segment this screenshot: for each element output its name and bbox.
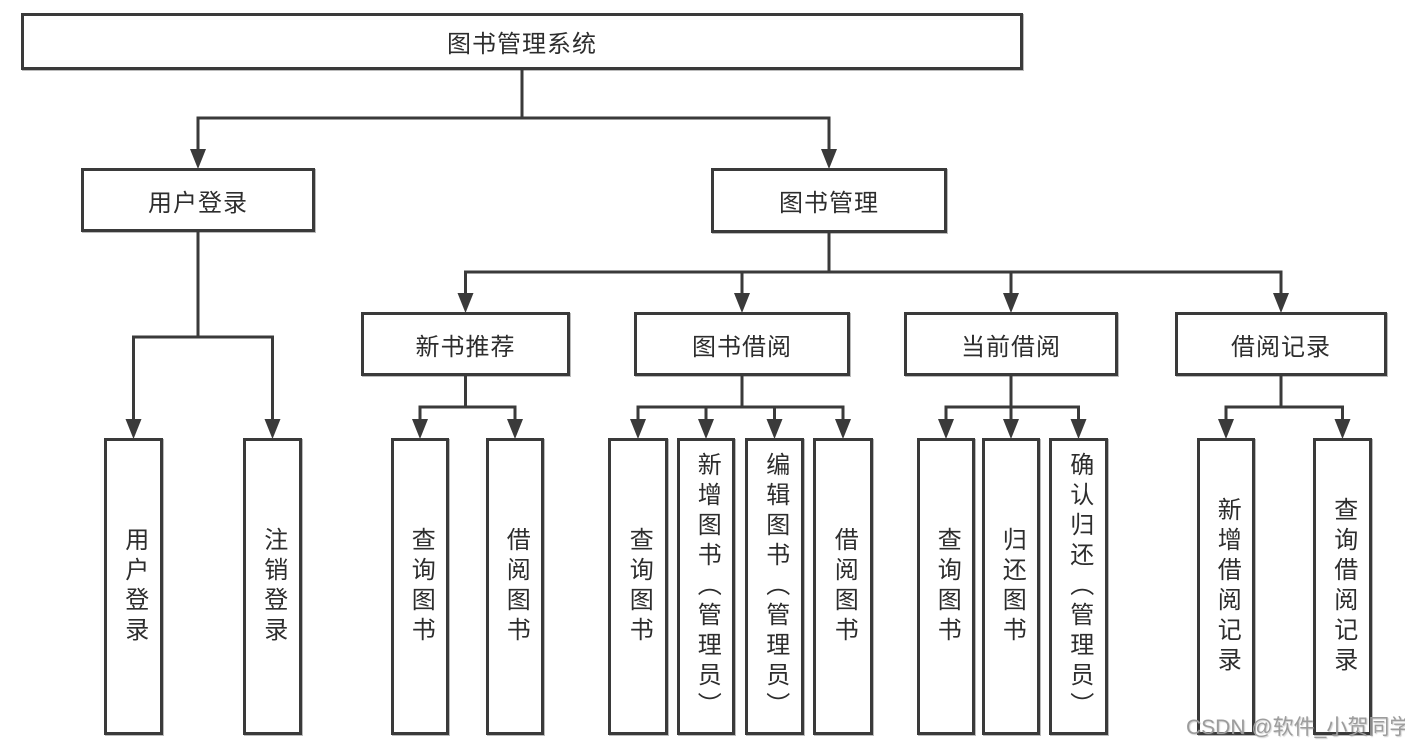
node-label-query-books-3: 查询图书 xyxy=(933,526,961,647)
node-label-root: 图书管理系统 xyxy=(447,31,597,58)
node-label-add-borrow-record: 新增借阅记录 xyxy=(1213,496,1241,677)
node-label-book-borrowing: 图书借阅 xyxy=(692,333,792,361)
node-label-add-books: 新增图书（管理员） xyxy=(693,451,721,722)
node-user-login-leaf: 用户登录 xyxy=(104,438,163,735)
node-add-borrow-record: 新增借阅记录 xyxy=(1197,438,1255,735)
node-label-borrow-books-2: 借阅图书 xyxy=(830,526,858,647)
node-label-edit-books: 编辑图书（管理员） xyxy=(761,451,789,722)
node-label-borrow-books-1: 借阅图书 xyxy=(502,526,530,647)
node-query-books-1: 查询图书 xyxy=(391,438,449,735)
node-label-borrowing-records: 借阅记录 xyxy=(1231,333,1331,361)
node-label-confirm-return: 确认归还（管理员） xyxy=(1065,451,1093,722)
node-user-login: 用户登录 xyxy=(81,168,315,232)
node-borrow-books-1: 借阅图书 xyxy=(486,438,544,735)
node-query-borrow-record: 查询借阅记录 xyxy=(1313,438,1372,735)
node-edit-books: 编辑图书（管理员） xyxy=(745,438,804,735)
watermark: CSDN @软件_小贺同学 xyxy=(1186,716,1405,739)
node-label-query-borrow-record: 查询借阅记录 xyxy=(1329,496,1357,677)
node-current-borrowing: 当前借阅 xyxy=(904,312,1118,376)
node-label-new-book-recommend: 新书推荐 xyxy=(415,333,516,361)
node-label-user-login-leaf: 用户登录 xyxy=(120,526,148,647)
node-label-book-management: 图书管理 xyxy=(779,190,879,217)
node-new-book-recommend: 新书推荐 xyxy=(361,312,570,376)
node-return-books: 归还图书 xyxy=(982,438,1040,735)
node-book-management: 图书管理 xyxy=(711,168,947,233)
node-query-books-3: 查询图书 xyxy=(917,438,975,735)
node-label-query-books-1: 查询图书 xyxy=(407,526,435,647)
node-query-books-2: 查询图书 xyxy=(608,438,668,735)
node-logout-leaf: 注销登录 xyxy=(243,438,302,735)
node-root: 图书管理系统 xyxy=(21,13,1023,70)
node-confirm-return: 确认归还（管理员） xyxy=(1049,438,1108,735)
node-book-borrowing: 图书借阅 xyxy=(634,312,850,376)
node-borrowing-records: 借阅记录 xyxy=(1175,312,1387,376)
node-label-return-books: 归还图书 xyxy=(998,526,1026,647)
node-borrow-books-2: 借阅图书 xyxy=(813,438,873,735)
node-label-query-books-2: 查询图书 xyxy=(625,526,653,647)
node-add-books: 新增图书（管理员） xyxy=(677,438,735,735)
node-label-logout-leaf: 注销登录 xyxy=(259,526,287,647)
node-label-current-borrowing: 当前借阅 xyxy=(961,333,1061,361)
node-label-user-login: 用户登录 xyxy=(148,189,248,217)
